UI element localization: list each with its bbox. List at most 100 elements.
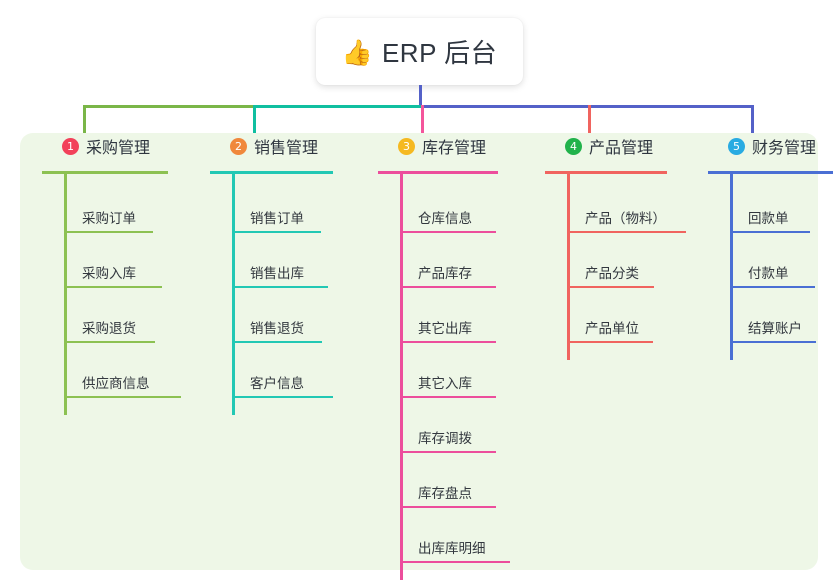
- bus-green: [83, 105, 255, 108]
- branch-number-badge: 1: [62, 137, 79, 155]
- leaf-item-label: 其它入库: [418, 376, 472, 391]
- branch-number-badge: 2: [230, 137, 247, 155]
- branch-spine: [567, 171, 570, 360]
- branch-underline: [378, 171, 498, 174]
- branch-column-sales: 2 销售管理销售订单销售出库销售退货客户信息: [210, 133, 333, 415]
- root-node[interactable]: 👍 ERP 后台: [316, 18, 523, 85]
- branch-title: 库存管理: [422, 140, 487, 157]
- leaf-item[interactable]: 库存盘点: [400, 468, 496, 508]
- leaf-item-rule: [567, 286, 654, 288]
- leaf-item[interactable]: 销售订单: [232, 193, 321, 233]
- root-title: ERP 后台: [381, 38, 498, 68]
- branch-title: 财务管理: [752, 140, 817, 157]
- branch-column-finance: 5 财务管理回款单付款单结算账户: [708, 133, 833, 360]
- leaf-item-rule: [64, 341, 155, 343]
- leaf-item-rule: [400, 231, 496, 233]
- drop-col1: [83, 105, 86, 136]
- branch-spine: [232, 171, 235, 415]
- leaf-item-label: 销售订单: [250, 211, 304, 226]
- branch-header-sales[interactable]: 2 销售管理: [210, 133, 318, 159]
- leaf-item[interactable]: 付款单: [730, 248, 815, 288]
- leaf-item-rule: [64, 286, 162, 288]
- branch-underline: [210, 171, 333, 174]
- leaf-item-rule: [64, 231, 153, 233]
- leaf-item-rule: [400, 506, 496, 508]
- leaf-item[interactable]: 结算账户: [730, 303, 816, 343]
- leaf-item-rule: [400, 561, 510, 563]
- branch-title: 产品管理: [589, 140, 654, 157]
- leaf-item[interactable]: 产品分类: [567, 248, 654, 288]
- branch-number-badge: 5: [728, 137, 745, 155]
- drop-col3: [421, 105, 424, 136]
- leaf-item-label: 产品分类: [585, 266, 639, 281]
- leaf-item-label: 采购入库: [82, 266, 136, 281]
- leaf-item-rule: [232, 286, 328, 288]
- leaf-item[interactable]: 库存调拨: [400, 413, 496, 453]
- leaf-item[interactable]: 客户信息: [232, 358, 333, 398]
- leaf-item[interactable]: 采购订单: [64, 193, 153, 233]
- branch-number-badge: 3: [398, 137, 415, 155]
- leaf-item-rule: [730, 286, 815, 288]
- leaf-item-label: 采购退货: [82, 321, 136, 336]
- leaf-item[interactable]: 供应商信息: [64, 358, 181, 398]
- leaf-item-rule: [64, 396, 181, 398]
- leaf-item-rule: [730, 231, 810, 233]
- leaf-item-label: 产品库存: [418, 266, 472, 281]
- branch-header-finance[interactable]: 5 财务管理: [708, 133, 816, 159]
- leaf-item-rule: [232, 396, 333, 398]
- leaf-item-rule: [400, 286, 496, 288]
- branch-spine: [64, 171, 67, 415]
- leaf-item-rule: [400, 341, 496, 343]
- bus-teal: [253, 105, 423, 108]
- leaf-item-rule: [400, 451, 496, 453]
- leaf-item-rule: [567, 341, 653, 343]
- leaf-item-label: 仓库信息: [418, 211, 472, 226]
- leaf-item[interactable]: 仓库信息: [400, 193, 496, 233]
- leaf-item[interactable]: 出库库明细: [400, 523, 510, 563]
- leaf-item-label: 其它出库: [418, 321, 472, 336]
- leaf-item-label: 产品（物料）: [585, 211, 666, 226]
- leaf-item-label: 出库库明细: [418, 541, 486, 556]
- leaf-item-rule: [232, 341, 322, 343]
- leaf-item[interactable]: 回款单: [730, 193, 810, 233]
- branch-number-badge: 4: [565, 137, 582, 155]
- leaf-item-label: 销售出库: [250, 266, 304, 281]
- branch-underline: [545, 171, 667, 174]
- bus-blue: [421, 105, 752, 108]
- leaf-item[interactable]: 产品库存: [400, 248, 496, 288]
- branch-header-product[interactable]: 4 产品管理: [545, 133, 653, 159]
- leaf-item-label: 采购订单: [82, 211, 136, 226]
- leaf-item-rule: [232, 231, 321, 233]
- leaf-item[interactable]: 其它出库: [400, 303, 496, 343]
- leaf-item-label: 客户信息: [250, 376, 304, 391]
- leaf-item-label: 回款单: [748, 211, 789, 226]
- drop-col4: [588, 105, 591, 136]
- branch-header-inventory[interactable]: 3 库存管理: [378, 133, 486, 159]
- leaf-item[interactable]: 采购退货: [64, 303, 155, 343]
- leaf-item-label: 结算账户: [748, 321, 802, 336]
- branch-title: 销售管理: [254, 140, 319, 157]
- leaf-item[interactable]: 销售退货: [232, 303, 322, 343]
- drop-col5: [751, 105, 754, 136]
- leaf-item-rule: [400, 396, 496, 398]
- leaf-item[interactable]: 产品（物料）: [567, 193, 686, 233]
- branch-underline: [708, 171, 833, 174]
- leaf-item-label: 供应商信息: [82, 376, 150, 391]
- leaf-item-label: 销售退货: [250, 321, 304, 336]
- leaf-item[interactable]: 产品单位: [567, 303, 653, 343]
- branch-underline: [42, 171, 168, 174]
- leaf-item[interactable]: 销售出库: [232, 248, 328, 288]
- branch-column-inventory: 3 库存管理仓库信息产品库存其它出库其它入库库存调拨库存盘点出库库明细: [378, 133, 510, 580]
- leaf-item[interactable]: 其它入库: [400, 358, 496, 398]
- leaf-item-rule: [730, 341, 816, 343]
- branch-column-product: 4 产品管理产品（物料） 产品分类产品单位: [545, 133, 686, 360]
- drop-col2: [253, 105, 256, 136]
- branch-spine: [730, 171, 733, 360]
- root-stem-connector: [419, 85, 422, 108]
- branch-spine: [400, 171, 403, 580]
- leaf-item[interactable]: 采购入库: [64, 248, 162, 288]
